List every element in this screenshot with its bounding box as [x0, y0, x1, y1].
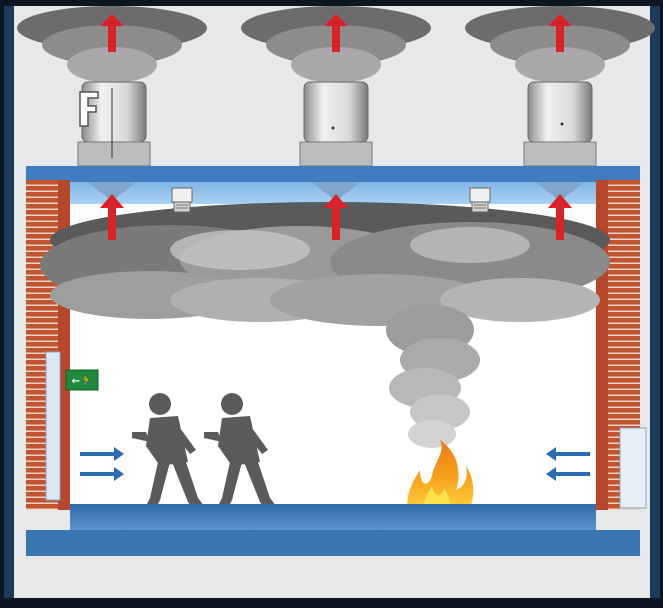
right-frame-bar	[650, 6, 660, 598]
smoke-detector-icon	[470, 188, 490, 212]
left-door	[46, 352, 60, 500]
smoke-layer	[40, 202, 610, 326]
right-vent-window	[620, 428, 646, 508]
smoke-exhaust-fan-icon	[78, 82, 150, 166]
exit-sign-label: ←🏃	[72, 374, 93, 387]
smoke-detector-icon	[172, 188, 192, 212]
floor-surface	[70, 504, 596, 530]
smoke-exhaust-fan-icon	[524, 82, 596, 166]
floor-slab	[26, 530, 640, 556]
left-frame-bar	[4, 6, 14, 598]
smoke-exhaust-fan-icon	[300, 82, 372, 166]
ceiling-slab	[26, 166, 640, 182]
exit-sign: ←🏃	[66, 370, 98, 390]
